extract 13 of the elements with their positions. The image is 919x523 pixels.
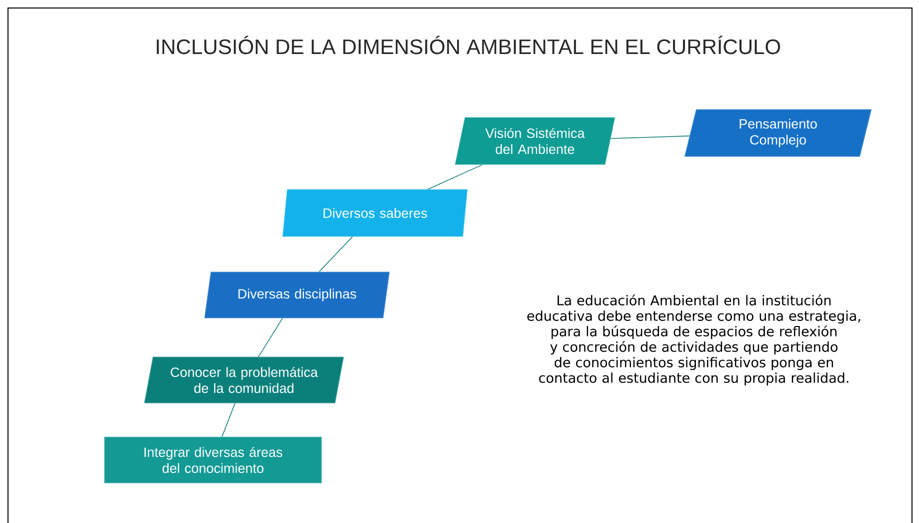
connector-line xyxy=(610,136,690,139)
parallelogram-box: Visión Sistémica del Ambiente xyxy=(454,117,616,165)
parallelogram-box: Pensamiento Complejo xyxy=(684,109,872,157)
parallelogram-box: Diversos saberes xyxy=(282,189,468,237)
connector-line xyxy=(222,402,236,438)
parallelogram-box: Conocer la problemática de la comunidad xyxy=(144,356,344,404)
connector-line xyxy=(258,318,283,358)
process-box: Integrar diversas áreas del conocimiento xyxy=(104,436,322,484)
connector-line xyxy=(318,236,353,272)
title: INCLUSIÓN DE LA DIMENSIÓN AMBIENTAL EN EL CURRÍCULO xyxy=(156,36,780,54)
paragraph: La educación Ambiental en la institución educativa debe entenderse como una estrategia, para la búsqueda de espacios de reflexión y concreción de actividades que partiendo de conocimientos significativos ponga en contacto al estudiante con su propia realidad. xyxy=(527,294,860,386)
parallelogram-box: Diversas disciplinas xyxy=(204,272,390,318)
connector-line xyxy=(428,164,483,190)
